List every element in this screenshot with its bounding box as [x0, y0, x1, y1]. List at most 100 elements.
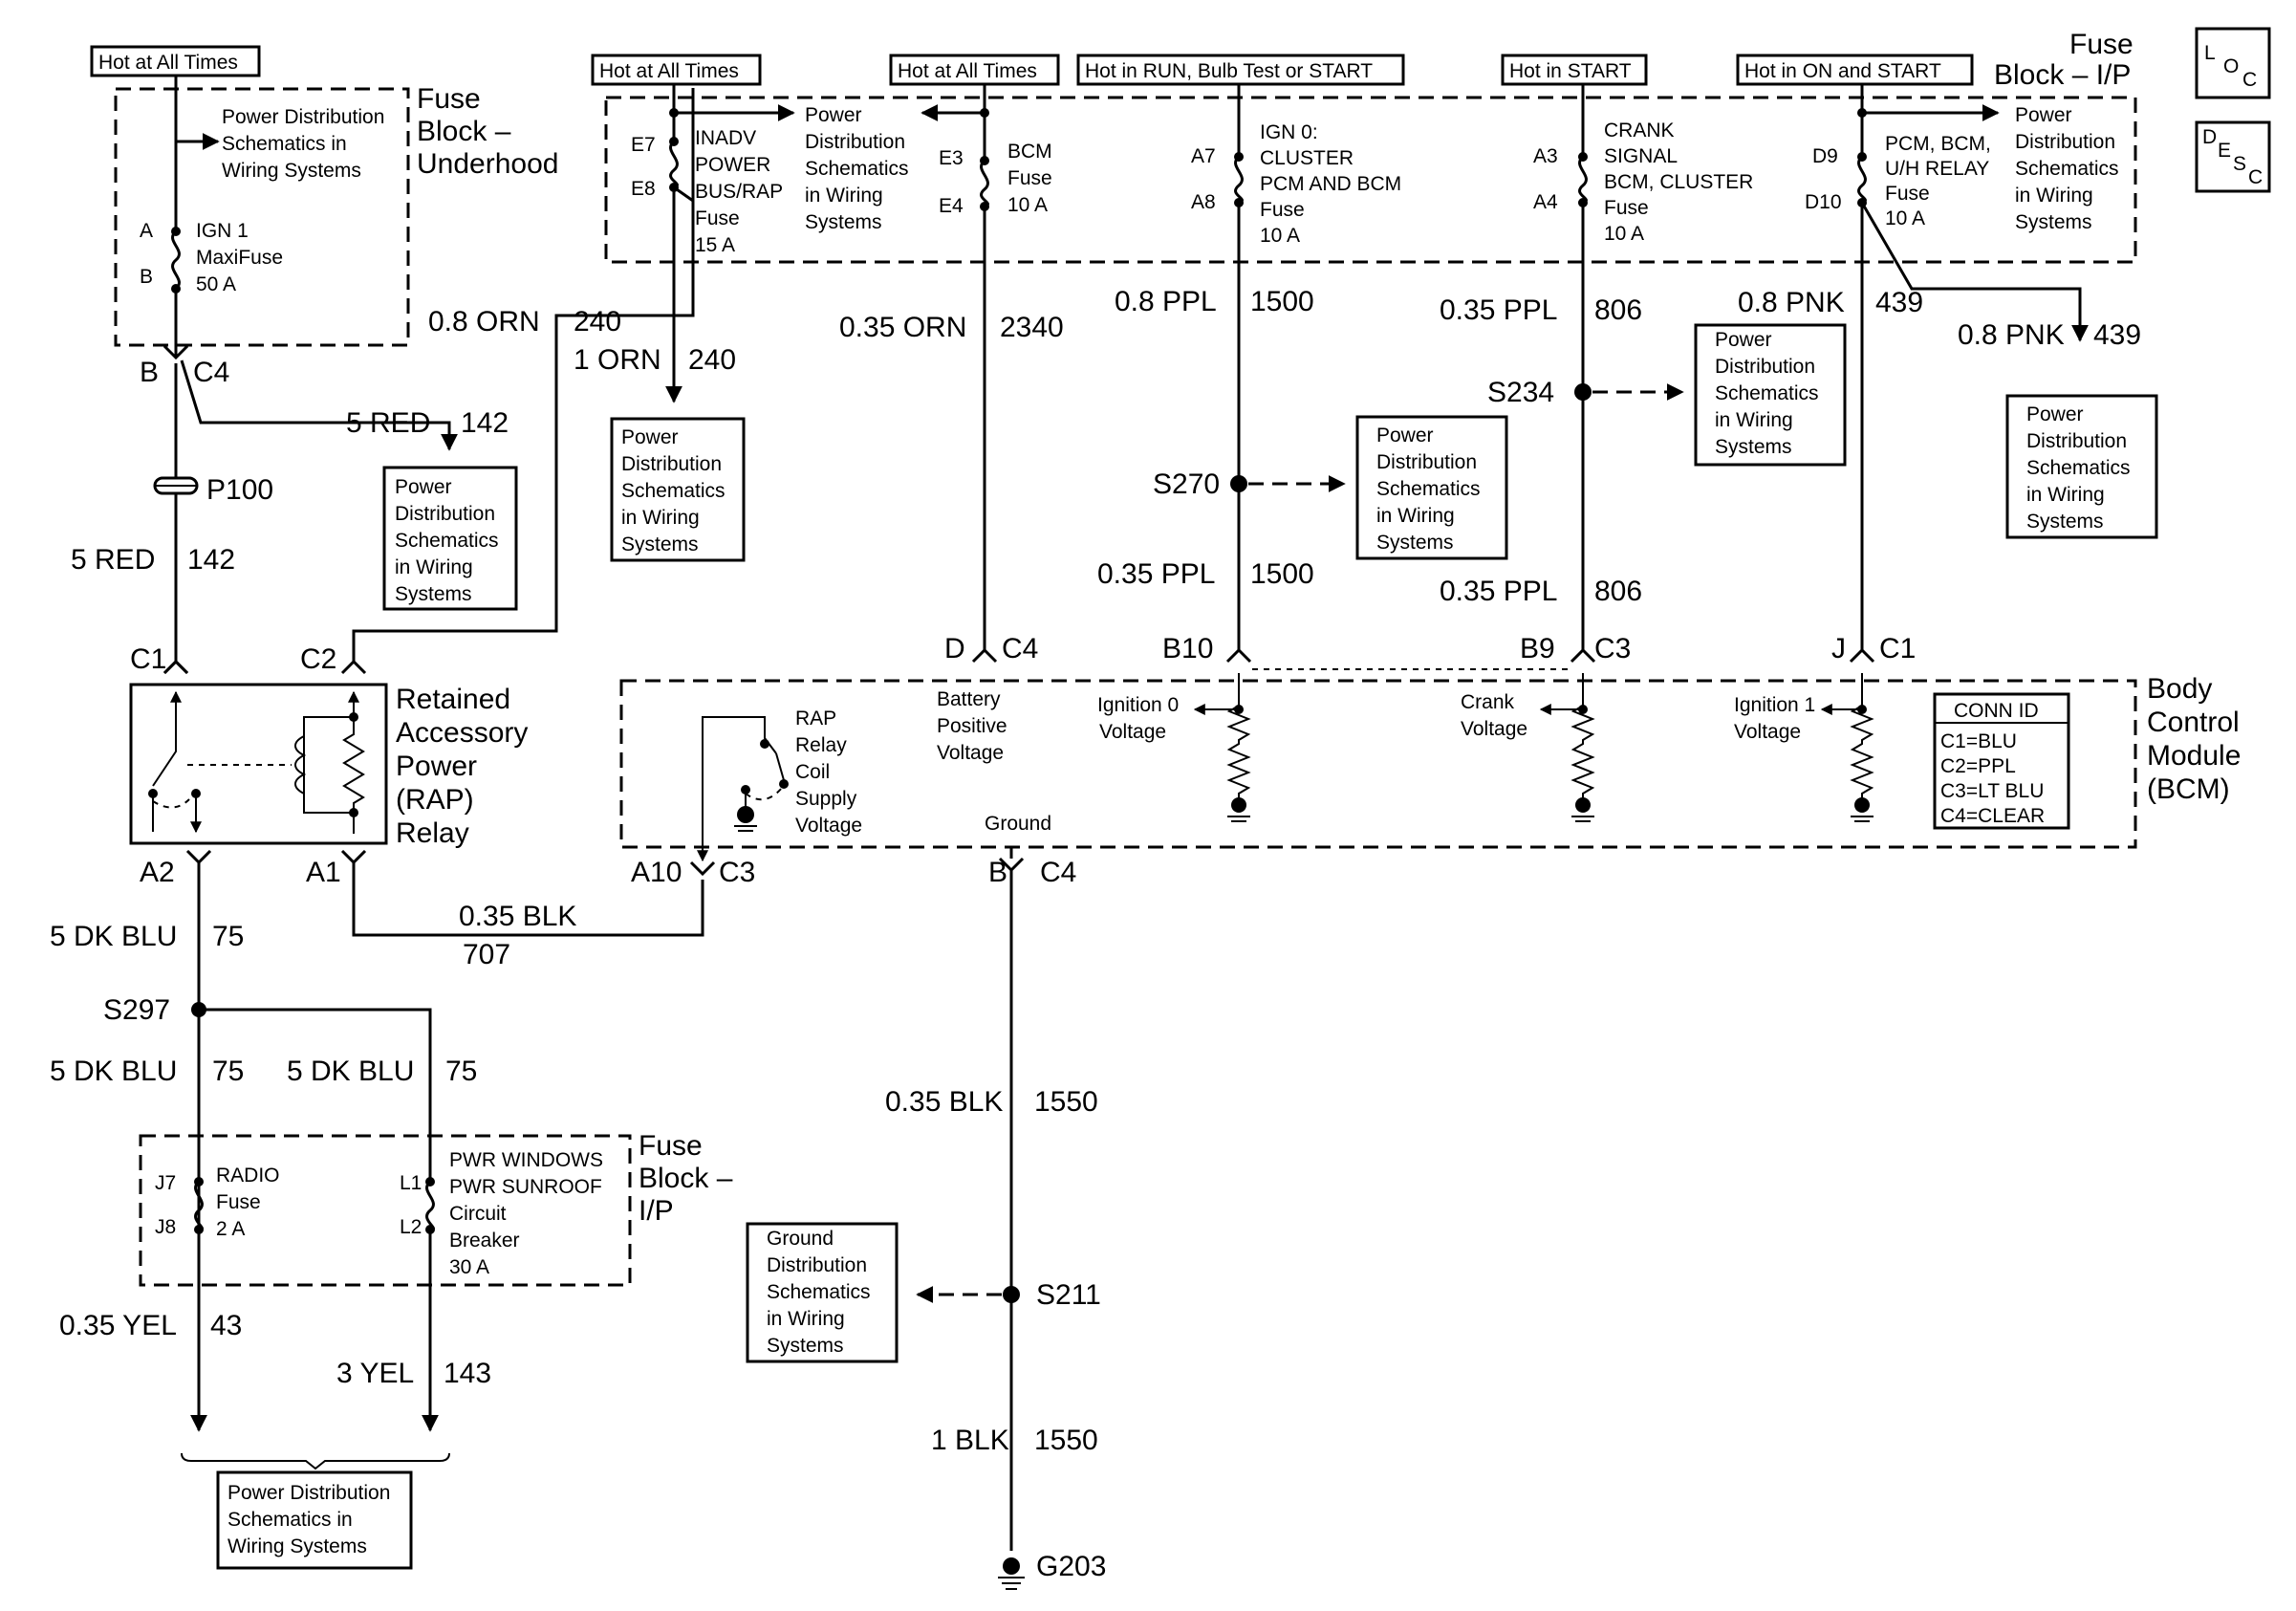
svg-text:Voltage: Voltage — [1734, 721, 1801, 743]
svg-text:Power: Power — [396, 751, 477, 782]
hot-label-run: Hot in RUN, Bulb Test or START — [1076, 54, 1405, 86]
svg-text:Fuse: Fuse — [639, 1130, 703, 1162]
svg-text:E8: E8 — [631, 178, 656, 200]
svg-text:Power: Power — [2026, 403, 2084, 425]
svg-text:A: A — [140, 220, 153, 242]
svg-text:Fuse: Fuse — [695, 207, 740, 229]
svg-text:L2: L2 — [400, 1216, 422, 1238]
svg-text:S234: S234 — [1487, 377, 1554, 408]
svg-text:806: 806 — [1594, 576, 1642, 607]
svg-text:E3: E3 — [939, 147, 964, 169]
svg-text:Hot in ON and START: Hot in ON and START — [1744, 60, 1941, 82]
svg-text:Schematics: Schematics — [621, 480, 726, 502]
svg-text:SIGNAL: SIGNAL — [1604, 145, 1678, 167]
svg-text:RAP: RAP — [795, 708, 836, 729]
svg-text:Power: Power — [1715, 329, 1772, 351]
svg-text:Relay: Relay — [795, 734, 847, 756]
svg-text:0.35 BLK: 0.35 BLK — [885, 1086, 1003, 1118]
svg-text:L: L — [2204, 42, 2216, 64]
svg-text:Fuse: Fuse — [1604, 197, 1649, 219]
pds-box-s234: Power Distribution Schematics in Wiring … — [1694, 323, 1847, 467]
svg-text:Systems: Systems — [2026, 511, 2104, 533]
svg-text:CONN ID: CONN ID — [1954, 700, 2039, 722]
svg-text:5 RED: 5 RED — [346, 407, 430, 439]
svg-text:C1: C1 — [130, 643, 166, 675]
svg-text:Power: Power — [621, 426, 679, 448]
svg-text:10 A: 10 A — [1260, 225, 1300, 247]
svg-text:Systems: Systems — [2015, 211, 2092, 233]
svg-text:Block – I/P: Block – I/P — [1994, 59, 2131, 91]
conn-id-box: CONN ID C1=BLU C2=PPL C3=LT BLU C4=CLEAR — [1933, 692, 2070, 830]
svg-text:5 DK BLU: 5 DK BLU — [287, 1056, 414, 1087]
svg-text:Ignition 0: Ignition 0 — [1097, 694, 1179, 716]
svg-text:A10: A10 — [631, 857, 682, 888]
svg-text:in Wiring: in Wiring — [767, 1308, 845, 1330]
svg-text:Schematics in: Schematics in — [227, 1509, 353, 1531]
svg-text:Hot at All Times: Hot at All Times — [599, 60, 739, 82]
fuse-block-underhood: Fuse Block – Underhood Power Distributio… — [114, 83, 558, 347]
pds-box-142: Power Distribution Schematics in Wiring … — [382, 466, 518, 611]
connector-p100: P100 — [153, 474, 273, 506]
svg-text:142: 142 — [461, 407, 509, 439]
svg-text:Distribution: Distribution — [2015, 131, 2115, 153]
svg-text:Voltage: Voltage — [1099, 721, 1166, 743]
svg-text:Power Distribution: Power Distribution — [222, 106, 384, 128]
svg-text:B9: B9 — [1520, 633, 1555, 664]
svg-text:CLUSTER: CLUSTER — [1260, 147, 1354, 169]
svg-text:0.8 PNK: 0.8 PNK — [1738, 287, 1845, 318]
pds-box-s270: Power Distribution Schematics in Wiring … — [1355, 415, 1508, 560]
svg-text:J: J — [1831, 633, 1846, 664]
svg-text:CRANK: CRANK — [1604, 120, 1675, 142]
svg-text:Coil: Coil — [795, 761, 830, 783]
svg-text:PWR SUNROOF: PWR SUNROOF — [449, 1176, 602, 1198]
svg-text:439: 439 — [2093, 319, 2141, 351]
svg-text:J8: J8 — [155, 1216, 176, 1238]
svg-text:(RAP): (RAP) — [396, 784, 474, 816]
svg-text:C2: C2 — [300, 643, 336, 675]
svg-text:Power Distribution: Power Distribution — [227, 1482, 390, 1504]
svg-text:Power: Power — [1376, 425, 1434, 446]
svg-text:PCM AND BCM: PCM AND BCM — [1260, 173, 1401, 195]
svg-text:S297: S297 — [103, 994, 170, 1026]
svg-text:E4: E4 — [939, 195, 964, 217]
svg-text:IGN 0:: IGN 0: — [1260, 121, 1318, 143]
svg-text:Wiring Systems: Wiring Systems — [222, 160, 361, 182]
svg-text:BCM: BCM — [1007, 141, 1052, 163]
svg-text:E: E — [2218, 140, 2231, 162]
svg-text:C3=LT BLU: C3=LT BLU — [1940, 780, 2044, 802]
svg-text:Schematics: Schematics — [2015, 158, 2119, 180]
svg-text:0.35 PPL: 0.35 PPL — [1440, 576, 1557, 607]
svg-text:D10: D10 — [1805, 191, 1842, 213]
svg-text:B: B — [988, 857, 1007, 888]
svg-text:Body: Body — [2147, 673, 2212, 705]
svg-text:BUS/RAP: BUS/RAP — [695, 181, 783, 203]
svg-text:A3: A3 — [1533, 145, 1558, 167]
svg-text:S: S — [2233, 153, 2246, 175]
svg-text:I/P: I/P — [639, 1195, 674, 1227]
svg-text:A2: A2 — [140, 857, 175, 888]
svg-text:Systems: Systems — [767, 1335, 844, 1357]
svg-text:J7: J7 — [155, 1172, 176, 1194]
svg-text:1550: 1550 — [1034, 1086, 1098, 1118]
svg-text:E7: E7 — [631, 134, 656, 156]
svg-text:D: D — [944, 633, 965, 664]
svg-text:Systems: Systems — [621, 533, 699, 555]
svg-text:Fuse: Fuse — [216, 1191, 261, 1213]
svg-text:Voltage: Voltage — [1461, 718, 1527, 740]
svg-text:50 A: 50 A — [196, 273, 236, 295]
svg-text:A8: A8 — [1191, 191, 1216, 213]
svg-text:143: 143 — [444, 1358, 491, 1389]
svg-text:Systems: Systems — [395, 583, 472, 605]
svg-text:in Wiring: in Wiring — [2015, 185, 2093, 207]
hot-label-start: Hot in START — [1501, 54, 1648, 86]
svg-text:B: B — [140, 357, 159, 388]
svg-text:Schematics: Schematics — [395, 530, 499, 552]
svg-text:0.8 PNK: 0.8 PNK — [1958, 319, 2065, 351]
svg-text:A1: A1 — [306, 857, 341, 888]
loc-icon: L O C — [2195, 27, 2271, 99]
svg-text:5 RED: 5 RED — [71, 544, 155, 576]
svg-text:142: 142 — [187, 544, 235, 576]
svg-text:BCM, CLUSTER: BCM, CLUSTER — [1604, 171, 1753, 193]
svg-text:C4: C4 — [1002, 633, 1038, 664]
svg-text:Ground: Ground — [985, 813, 1051, 835]
